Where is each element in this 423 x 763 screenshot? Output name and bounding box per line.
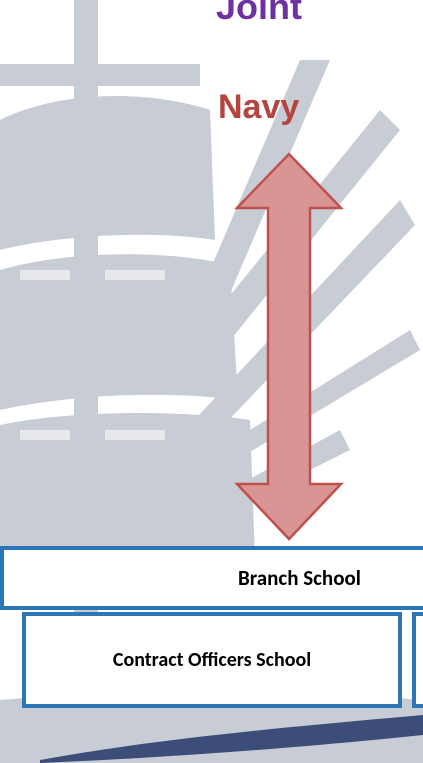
joint-label: Joint [216,0,302,27]
contract-officers-school-label: Contract Officers School [112,648,312,672]
branch-school-box: Branch School [0,546,423,610]
branch-school-label: Branch School [238,565,361,591]
navy-label: Navy [218,88,300,126]
adjacent-box [412,612,423,708]
contract-officers-school-box: Contract Officers School [22,612,402,708]
